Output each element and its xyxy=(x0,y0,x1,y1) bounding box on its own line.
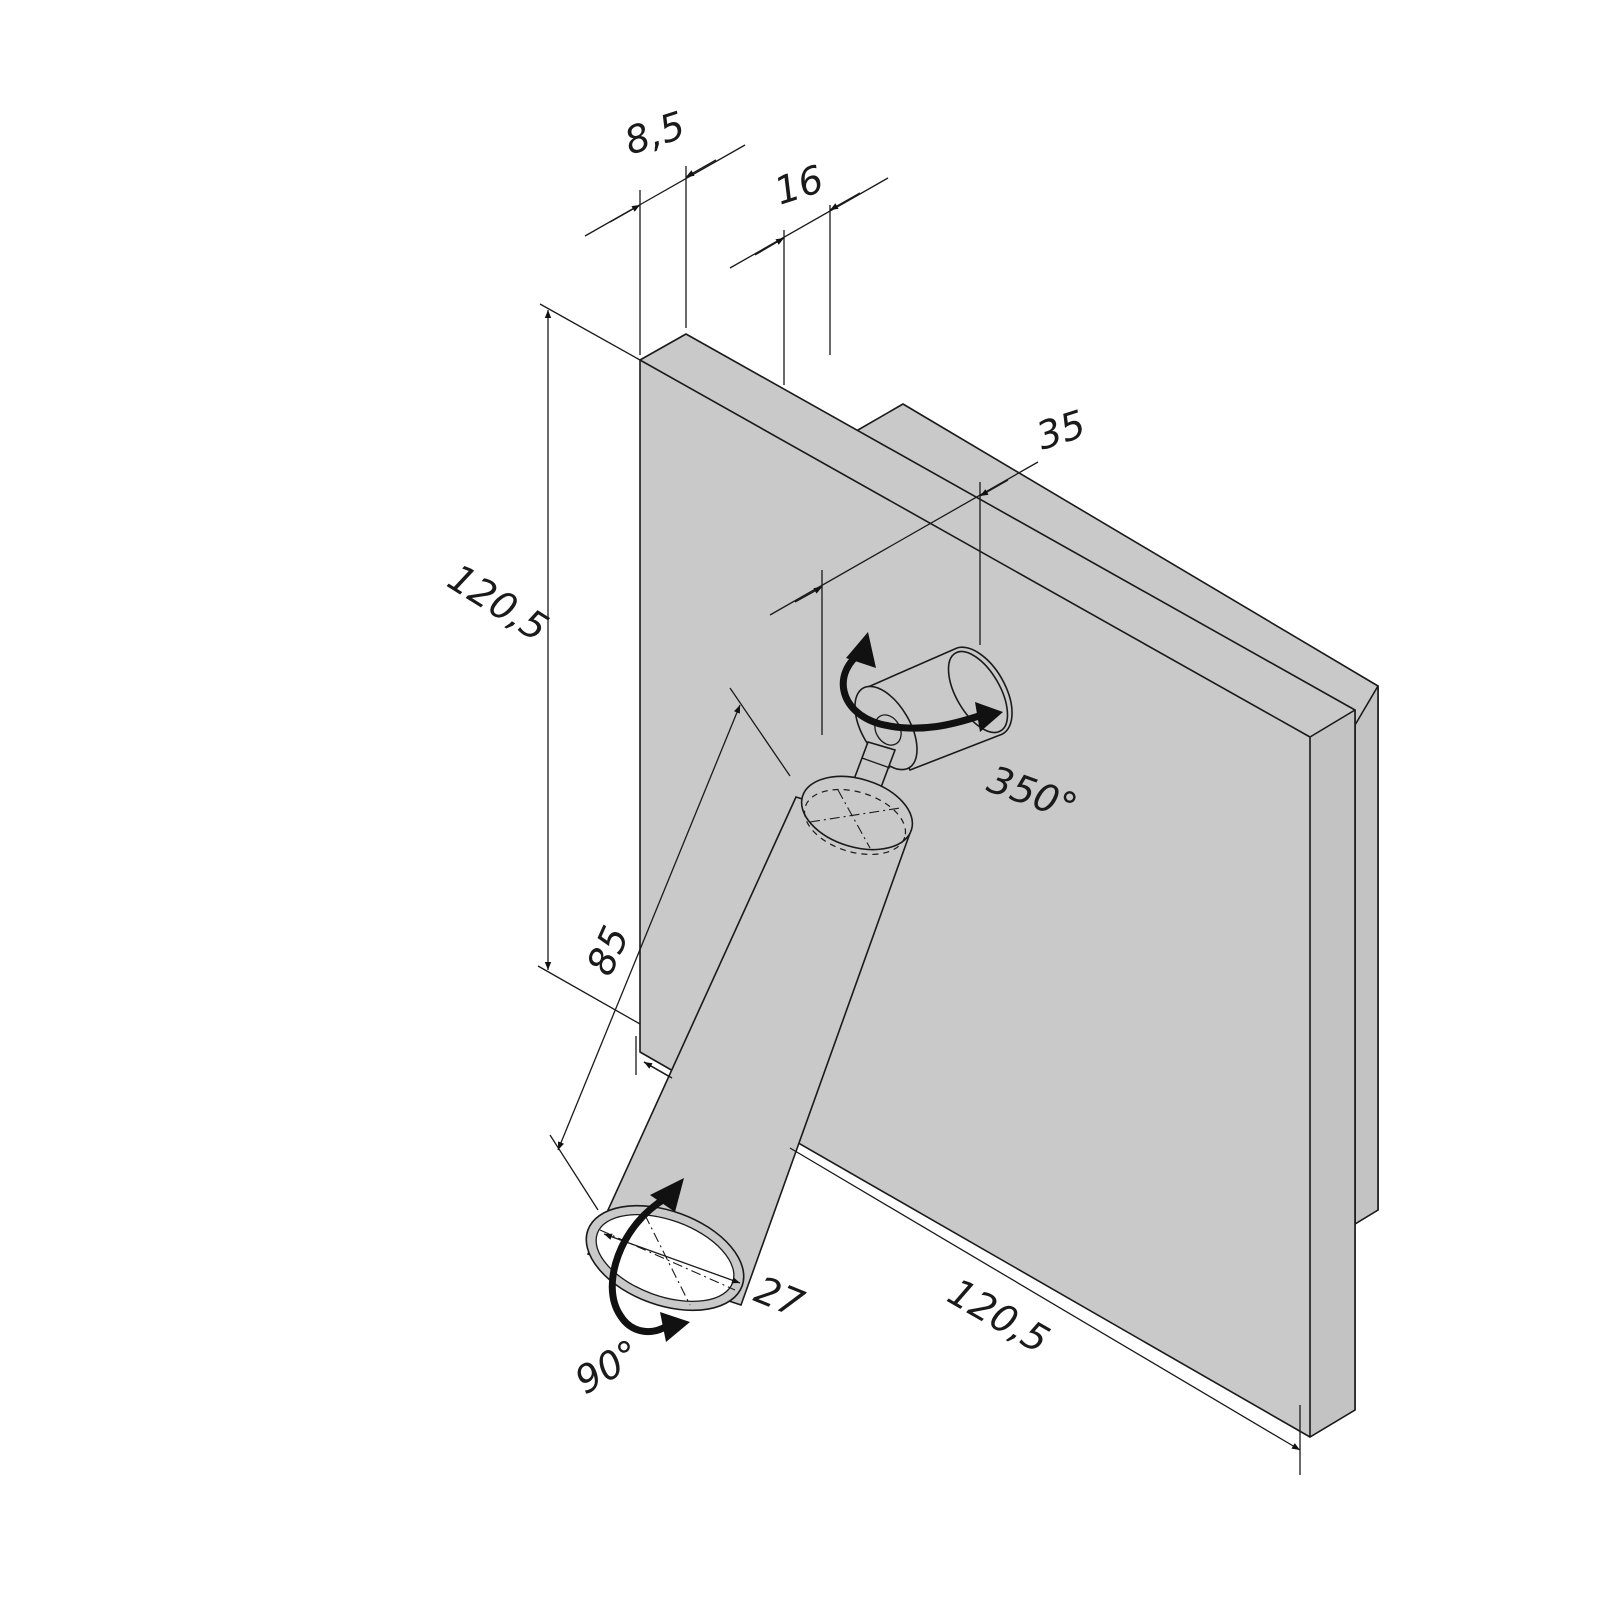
label-plate-width: 120,5 xyxy=(941,1270,1057,1363)
label-plate-height: 120,5 xyxy=(440,555,556,650)
pivot-joint xyxy=(851,646,1013,791)
label-base-thickness: 16 xyxy=(769,157,829,214)
label-arm-length: 85 xyxy=(578,920,638,982)
label-plate-thickness: 8,5 xyxy=(619,103,690,164)
dim-base-thickness: 16 xyxy=(729,157,889,385)
label-head-diameter: 27 xyxy=(749,1268,810,1327)
front-plate xyxy=(639,333,1356,1438)
dim-plate-thickness: 8,5 xyxy=(584,103,746,355)
label-pivot-offset: 35 xyxy=(1031,402,1091,459)
dim-plate-height: 120,5 xyxy=(440,303,641,1025)
label-head-rotation: 90° xyxy=(568,1331,648,1403)
